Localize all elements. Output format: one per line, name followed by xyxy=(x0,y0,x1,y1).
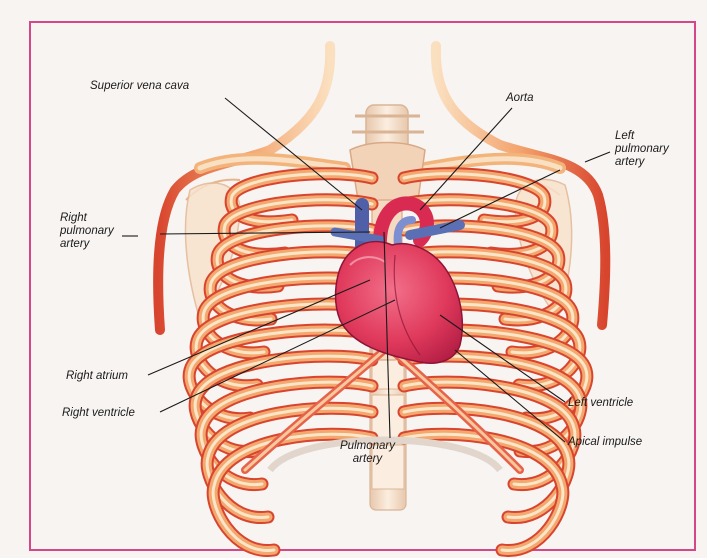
heart xyxy=(336,242,463,364)
label-left-ventricle: Left ventricle xyxy=(568,397,633,410)
label-left-pulmonary-artery: Left pulmonary artery xyxy=(615,130,669,169)
label-aorta: Aorta xyxy=(506,92,534,105)
label-right-atrium: Right atrium xyxy=(66,370,128,383)
label-superior-vena-cava: Superior vena cava xyxy=(90,80,189,93)
leader-left-pulmonary-artery-a xyxy=(585,152,610,162)
label-right-ventricle: Right ventricle xyxy=(62,407,135,420)
label-right-pulmonary-artery: Right pulmonary artery xyxy=(60,212,114,251)
label-apical-impulse: Apical impulse xyxy=(568,436,642,449)
label-pulmonary-artery: Pulmonary artery xyxy=(340,440,395,466)
rib-right-11 xyxy=(404,434,563,550)
